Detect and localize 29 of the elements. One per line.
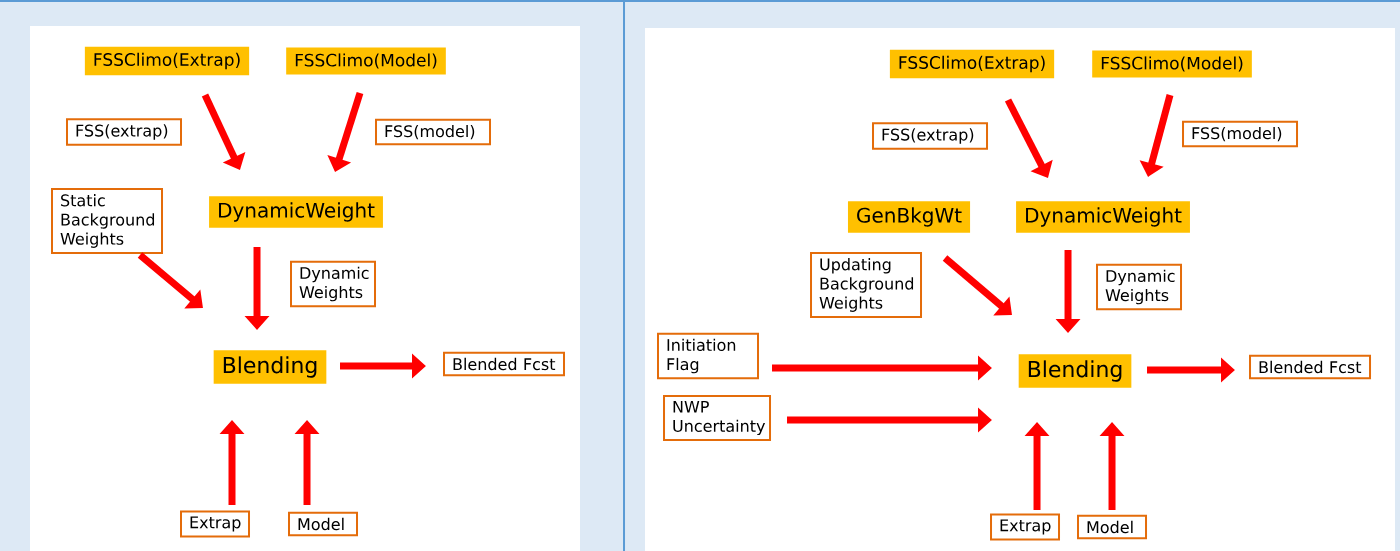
arrow — [137, 252, 203, 309]
input-box: Model — [288, 511, 358, 537]
process-box: DynamicWeight — [209, 196, 383, 228]
arrow — [1004, 98, 1053, 178]
input-box: Extrap — [180, 510, 250, 538]
arrow — [942, 255, 1012, 316]
input-box: Blended Fcst — [1249, 354, 1371, 380]
process-box: FSSClimo(Model) — [286, 47, 446, 75]
process-box: GenBkgWt — [847, 201, 971, 233]
process-box: FSSClimo(Extrap) — [889, 49, 1055, 79]
arrow — [201, 93, 246, 170]
input-box: Dynamic Weights — [1096, 263, 1182, 311]
process-box: Blending — [213, 350, 327, 384]
input-box: Updating Background Weights — [810, 252, 922, 318]
input-box: Model — [1077, 514, 1147, 540]
input-box: Blended Fcst — [443, 351, 565, 377]
process-box: FSSClimo(Extrap) — [84, 46, 250, 76]
input-box: FSS(extrap) — [872, 122, 988, 150]
input-box: Dynamic Weights — [290, 260, 376, 308]
process-box: Blending — [1018, 354, 1132, 388]
process-box: DynamicWeight — [1016, 201, 1190, 233]
input-box: Extrap — [990, 513, 1060, 541]
input-box: FSS(model) — [1182, 120, 1298, 148]
input-box: Initiation Flag — [657, 332, 759, 380]
input-box: NWP Uncertainty — [663, 394, 771, 442]
input-box: FSS(extrap) — [66, 118, 182, 146]
input-box: FSS(model) — [375, 118, 491, 146]
input-box: Static Background Weights — [51, 188, 163, 254]
process-box: FSSClimo(Model) — [1092, 50, 1252, 78]
